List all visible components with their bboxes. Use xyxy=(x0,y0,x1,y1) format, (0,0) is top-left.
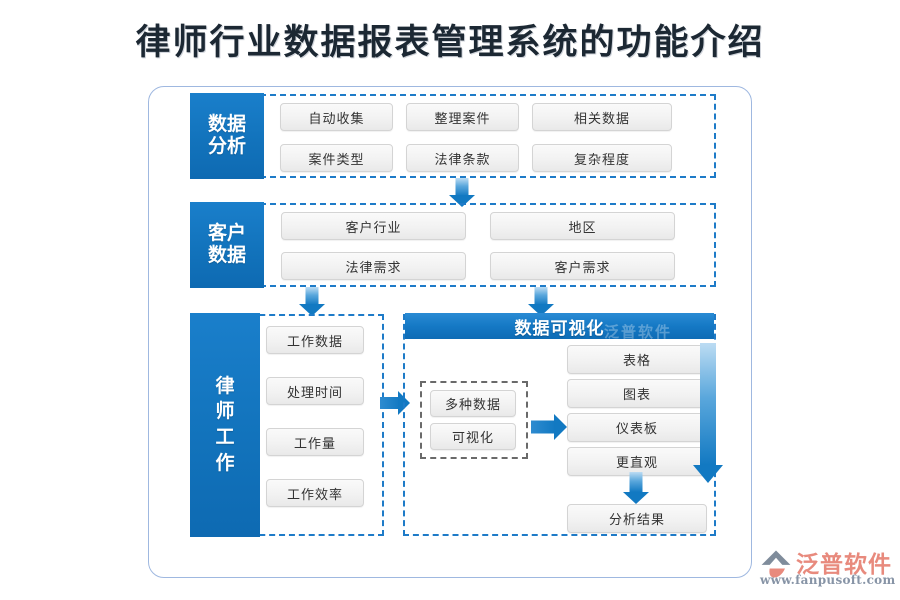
section-label-customer-data: 客户 数据 xyxy=(190,202,264,288)
logo-url-text: www.fanpusoft.com xyxy=(760,573,896,587)
visualization-source-group xyxy=(420,381,528,459)
arrow-customer-to-lawyer-icon xyxy=(299,287,325,316)
item-box[interactable]: 法律需求 xyxy=(281,252,466,280)
item-box[interactable]: 工作量 xyxy=(266,428,364,456)
label-char-3: 工 xyxy=(215,426,235,448)
item-box[interactable]: 相关数据 xyxy=(532,103,672,131)
item-box[interactable]: 处理时间 xyxy=(266,377,364,405)
item-box[interactable]: 法律条款 xyxy=(406,144,519,172)
item-box[interactable]: 复杂程度 xyxy=(532,144,672,172)
item-box[interactable]: 多种数据 xyxy=(430,390,516,417)
label-char-2: 师 xyxy=(215,400,235,423)
item-box[interactable]: 分析结果 xyxy=(567,504,707,533)
item-box[interactable]: 图表 xyxy=(567,379,707,408)
arrow-source-to-output-icon xyxy=(531,414,567,440)
item-box[interactable]: 整理案件 xyxy=(406,103,519,131)
section-label-data-visualization: 数据可视化 xyxy=(405,313,714,339)
label-line-1: 客户 xyxy=(207,222,246,245)
logo-mark-icon xyxy=(761,550,791,578)
item-box[interactable]: 客户行业 xyxy=(281,212,466,240)
arrow-intuitive-to-result-icon xyxy=(623,472,649,504)
item-box[interactable]: 工作数据 xyxy=(266,326,364,354)
label-line-1: 数据 xyxy=(207,113,246,136)
item-box[interactable]: 表格 xyxy=(567,345,707,374)
section-label-lawyer-work: 律 师 工 作 xyxy=(190,313,260,537)
item-box[interactable]: 可视化 xyxy=(430,423,516,450)
page-title: 律师行业数据报表管理系统的功能介绍 xyxy=(135,22,765,63)
brand-logo: 泛普软件 www.fanpusoft.com xyxy=(758,546,895,592)
item-box[interactable]: 客户需求 xyxy=(490,252,675,280)
label-char-4: 作 xyxy=(215,451,235,474)
arrow-output-column-flow-icon xyxy=(693,343,723,483)
label-line-2: 分析 xyxy=(207,135,246,157)
item-box[interactable]: 工作效率 xyxy=(266,479,364,507)
item-box[interactable]: 自动收集 xyxy=(280,103,393,131)
label-line-2: 数据 xyxy=(207,244,246,266)
arrow-customer-to-visualization-icon xyxy=(528,287,554,316)
item-box[interactable]: 仪表板 xyxy=(567,413,707,442)
section-label-data-analysis: 数据 分析 xyxy=(190,93,264,179)
label-char-1: 律 xyxy=(215,374,235,397)
item-box[interactable]: 更直观 xyxy=(567,447,707,476)
item-box[interactable]: 地区 xyxy=(490,212,675,240)
logo-brand-text: 泛普软件 xyxy=(796,551,892,578)
item-box[interactable]: 案件类型 xyxy=(280,144,393,172)
